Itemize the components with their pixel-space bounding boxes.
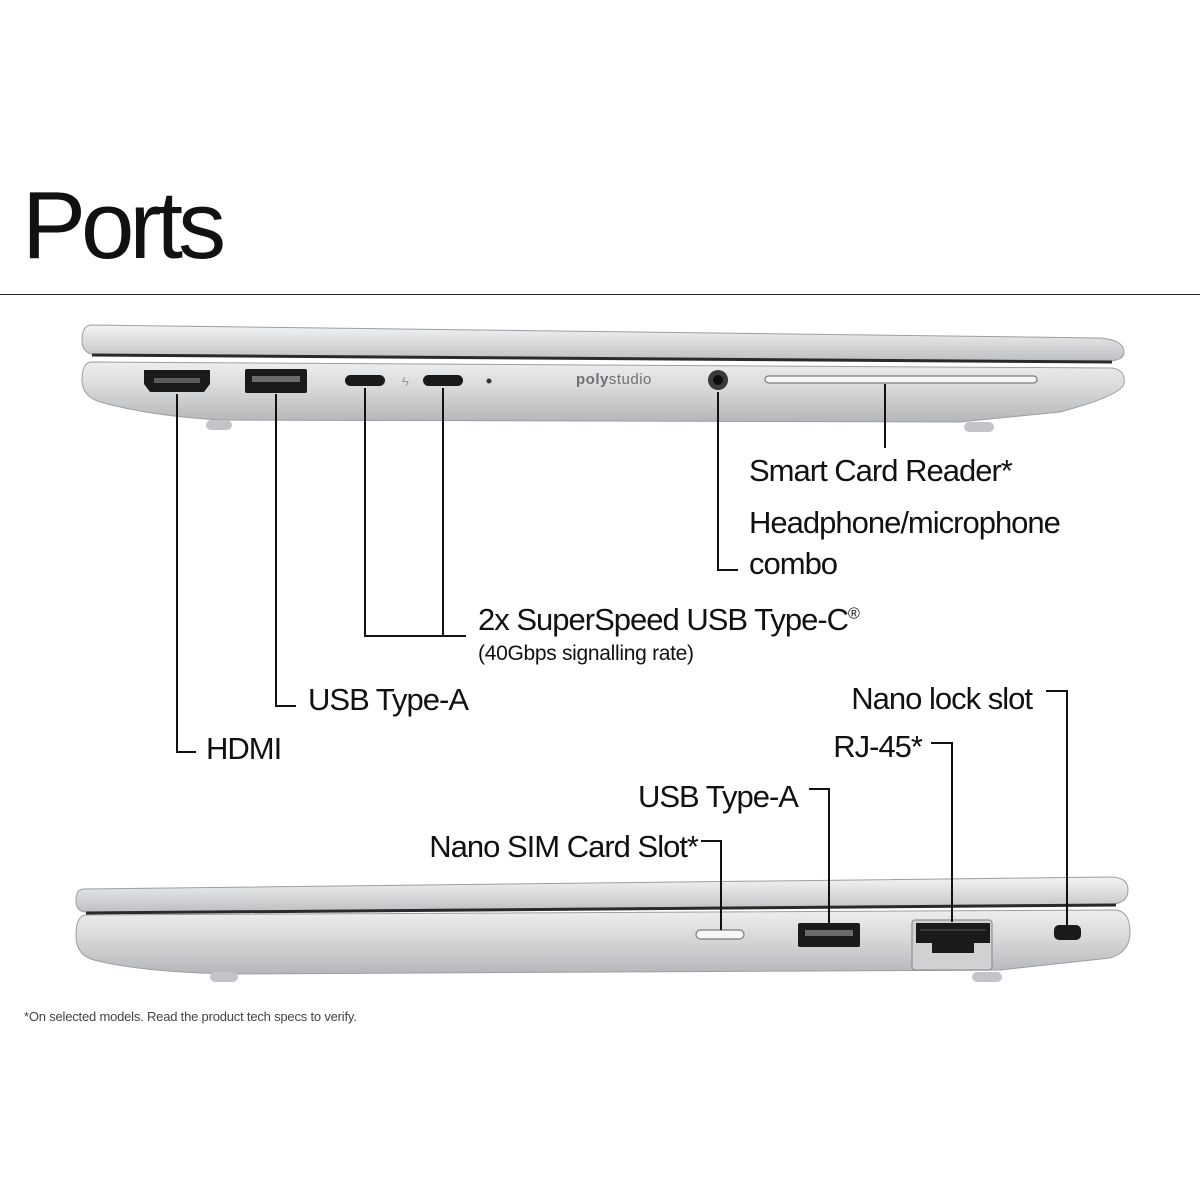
laptop-left-side-view: ϟ bbox=[81, 324, 1125, 432]
logo-studio: studio bbox=[608, 371, 652, 388]
label-usb-c: 2x SuperSpeed USB Type-C® bbox=[478, 604, 860, 635]
callout-usb-a-left bbox=[275, 394, 296, 707]
label-headphone-line1: Headphone/microphone bbox=[749, 505, 1061, 540]
label-smart-card-reader: Smart Card Reader* bbox=[749, 453, 1013, 488]
callout-headphone bbox=[717, 392, 738, 571]
callout-nano-sim bbox=[701, 840, 722, 930]
foot bbox=[972, 972, 1002, 982]
label-headphone-line2: combo bbox=[749, 546, 838, 581]
footnote: *On selected models. Read the product te… bbox=[24, 1009, 357, 1024]
laptop-right-side-view bbox=[75, 876, 1131, 982]
callout-usb-a-right bbox=[809, 788, 830, 924]
usb-c-port bbox=[423, 375, 463, 386]
usb-c-port bbox=[345, 375, 385, 386]
callout-nano-lock bbox=[1046, 690, 1068, 925]
page-title: Ports bbox=[22, 172, 226, 279]
label-usb-a-left: USB Type-A bbox=[308, 682, 469, 717]
nano-sim-slot bbox=[695, 929, 745, 940]
smart-card-slot bbox=[764, 375, 1038, 384]
thunderbolt-icon: ϟ bbox=[402, 374, 409, 389]
logo-poly: poly bbox=[576, 371, 609, 388]
title-divider bbox=[0, 294, 1200, 295]
callout-usb-c bbox=[364, 388, 466, 637]
label-nano-lock-slot: Nano lock slot bbox=[851, 681, 1033, 716]
status-led bbox=[486, 378, 492, 384]
foot bbox=[210, 972, 238, 982]
label-usb-c-rate: (40Gbps signalling rate) bbox=[478, 642, 694, 665]
registered-mark: ® bbox=[848, 605, 860, 623]
callout-rj45 bbox=[931, 742, 953, 922]
callout-hdmi bbox=[176, 394, 196, 753]
label-usb-c-text: 2x SuperSpeed USB Type-C bbox=[478, 602, 849, 637]
foot bbox=[206, 420, 232, 430]
foot bbox=[964, 422, 994, 432]
label-hdmi: HDMI bbox=[206, 731, 282, 766]
callout-lines bbox=[176, 384, 1068, 930]
label-nano-sim-slot: Nano SIM Card Slot* bbox=[429, 829, 699, 864]
label-usb-a-right: USB Type-A bbox=[637, 779, 799, 814]
poly-studio-logo: polystudio bbox=[576, 371, 652, 388]
nano-lock-slot bbox=[1054, 925, 1081, 940]
label-rj45: RJ-45* bbox=[833, 729, 923, 764]
